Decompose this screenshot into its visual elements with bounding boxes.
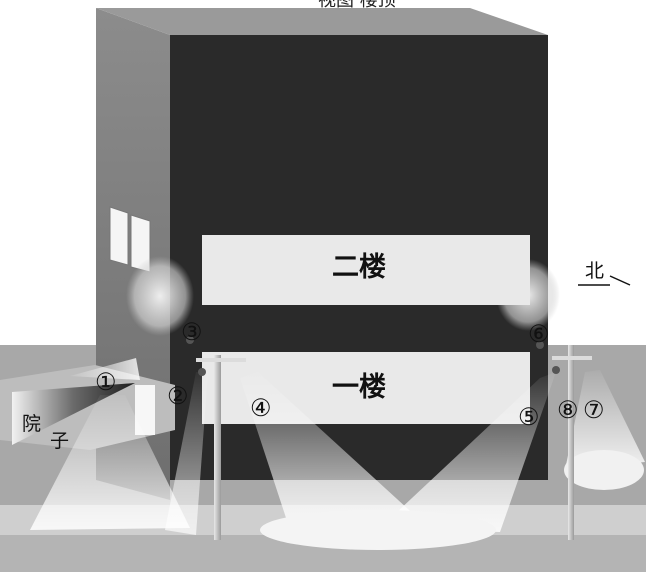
left-window-1 <box>109 206 129 266</box>
yard-label-2: 子 <box>50 430 70 452</box>
fixture-5 <box>552 366 560 374</box>
floor-band-upper <box>202 235 530 305</box>
top-title: 视图 楼顶 <box>318 0 396 11</box>
beam-yard <box>30 395 190 530</box>
light-label-2: ② <box>167 382 189 410</box>
pole-right-arm <box>552 356 592 360</box>
north-label: 北 <box>585 260 605 282</box>
light-pool-center <box>260 510 496 550</box>
fixture-3 <box>186 336 194 344</box>
pole-left-arm <box>196 358 246 362</box>
yard-beam-1 <box>70 358 140 380</box>
yard-label-1: 院 <box>22 413 42 435</box>
building-roof <box>96 8 548 35</box>
light-pool-right <box>564 450 644 490</box>
pole-left <box>214 355 221 540</box>
light-label-3: ③ <box>181 318 203 346</box>
beam-5 <box>380 372 556 532</box>
pole-right <box>568 345 574 540</box>
beam-4 <box>240 372 420 530</box>
beam-2 <box>165 372 208 535</box>
light-label-5: ⑤ <box>518 403 540 431</box>
fixture-2 <box>198 368 206 376</box>
north-arrow-diag <box>609 275 631 286</box>
beam-7 <box>565 370 645 470</box>
light-label-7: ⑦ <box>583 396 605 424</box>
floor-label-upper: 二楼 <box>332 252 386 283</box>
floor-label-lower: 一楼 <box>332 372 386 403</box>
light-label-8: ⑧ <box>557 396 579 424</box>
wall-glow-left <box>126 256 194 336</box>
light-label-6: ⑥ <box>528 320 550 348</box>
fixture-6 <box>536 341 544 349</box>
light-label-1: ① <box>95 368 117 396</box>
yard-wall-panel <box>135 385 155 435</box>
light-label-4: ④ <box>250 394 272 422</box>
